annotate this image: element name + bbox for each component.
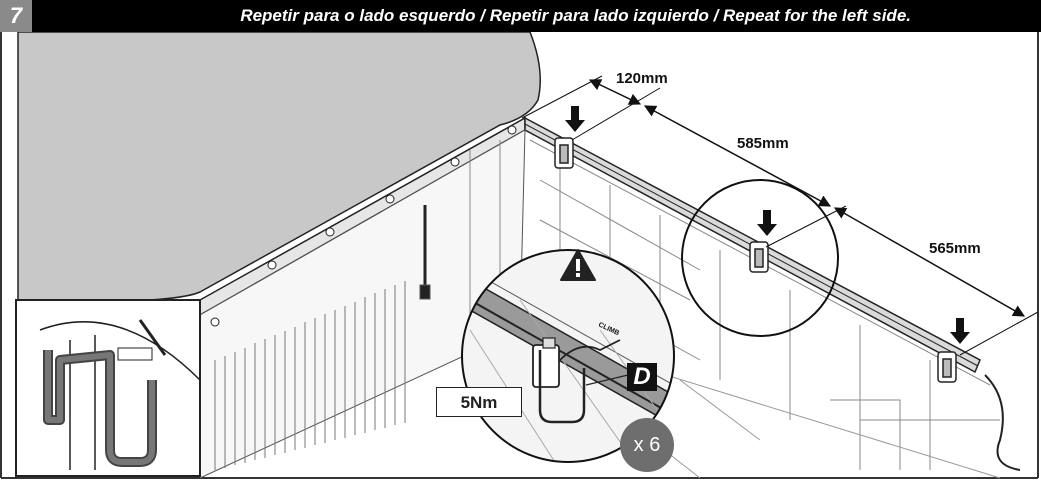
- step-instruction: Repetir para o lado esquerdo / Repetir p…: [240, 6, 911, 25]
- inset-closeup: [15, 299, 201, 477]
- dimension-label-585: 585mm: [737, 135, 789, 152]
- warning-icon: [560, 249, 596, 281]
- down-arrow-icon: [565, 106, 970, 344]
- torque-label: 5Nm: [436, 387, 522, 417]
- dimension-label-565: 565mm: [929, 240, 981, 257]
- dimension-label-120: 120mm: [616, 70, 668, 87]
- highlight-circle: [681, 179, 839, 337]
- clip-letter-badge: D: [627, 363, 657, 391]
- step-header: 7 Repetir para o lado esquerdo / Repetir…: [0, 0, 1041, 32]
- step-number-box: 7: [0, 0, 32, 32]
- quantity-badge: x 6: [620, 418, 674, 472]
- clamp-icon: [554, 137, 957, 383]
- step-number: 7: [9, 3, 23, 28]
